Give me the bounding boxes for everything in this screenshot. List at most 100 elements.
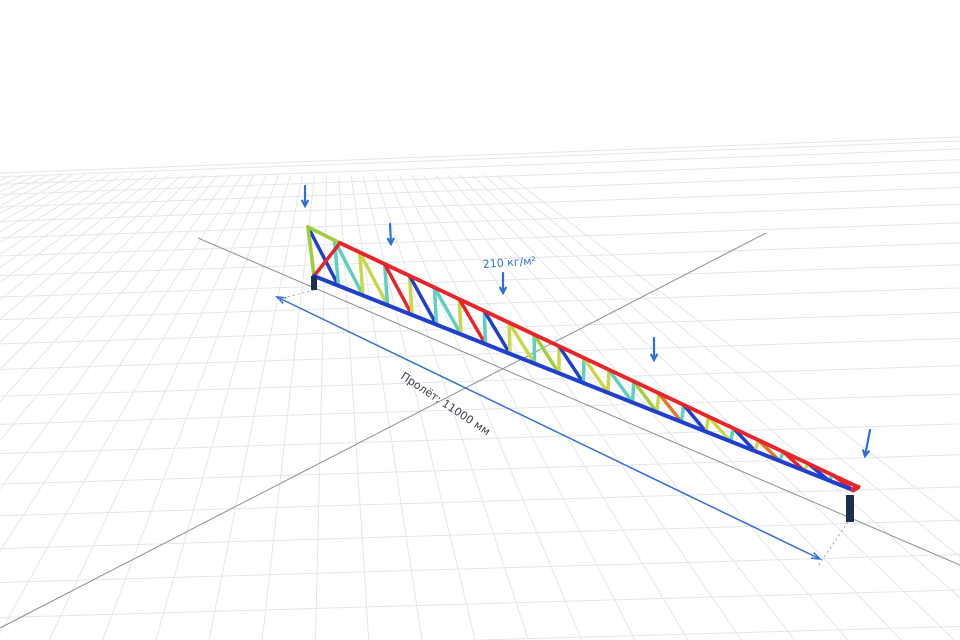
top-chord xyxy=(370,256,407,276)
grid-line xyxy=(0,148,960,185)
bottom-chord xyxy=(581,381,620,399)
web-vertical xyxy=(704,414,711,434)
grid-line xyxy=(410,174,689,640)
bottom-chord xyxy=(379,300,418,319)
web-diagonal xyxy=(332,238,365,298)
grid-line xyxy=(0,423,960,455)
web-vertical xyxy=(728,426,736,444)
top-chord xyxy=(823,469,860,489)
grid-line xyxy=(261,174,316,640)
bottom-chord xyxy=(817,474,855,492)
web-diagonal xyxy=(457,297,488,346)
grid-line xyxy=(0,222,960,257)
bottom-chord xyxy=(480,340,519,359)
grid-line xyxy=(0,159,960,196)
axis-z xyxy=(0,232,767,629)
arrow-head xyxy=(862,449,870,459)
bottom-chord xyxy=(648,407,687,426)
arrow-down-icon xyxy=(863,428,872,458)
top-chord xyxy=(758,439,796,459)
grid-line xyxy=(0,186,960,223)
grid-line xyxy=(0,203,960,239)
grid-line xyxy=(435,174,796,640)
top-chord xyxy=(597,363,634,383)
top-chord xyxy=(564,347,601,367)
grid-line xyxy=(459,174,902,640)
arrow-head xyxy=(301,199,309,209)
web-diagonal xyxy=(432,285,463,337)
grid-line xyxy=(0,287,960,321)
double-arrow-icon xyxy=(276,296,821,560)
web-diagonal xyxy=(706,414,733,444)
grid-line xyxy=(495,174,960,558)
web-diagonal xyxy=(306,225,341,288)
grid-line xyxy=(0,454,960,485)
supports xyxy=(311,276,854,522)
web-diagonal xyxy=(632,379,659,414)
grid-line xyxy=(0,174,255,634)
top-chord xyxy=(791,454,828,474)
bottom-chord xyxy=(547,367,586,385)
bottom-chord xyxy=(446,327,485,345)
grid-line xyxy=(0,174,85,223)
grid-line xyxy=(155,174,291,640)
grid-line xyxy=(0,393,960,425)
grid-line xyxy=(0,311,960,345)
top-chord xyxy=(629,378,666,398)
arrow-head xyxy=(499,286,507,296)
web-diagonal xyxy=(507,320,537,366)
grid-line xyxy=(48,174,267,640)
grid-line xyxy=(0,174,194,370)
web-diagonal xyxy=(607,367,635,405)
grid-line xyxy=(0,174,182,343)
grid-line xyxy=(0,242,960,277)
grid-line xyxy=(0,174,207,403)
bottom-chord xyxy=(413,314,451,332)
load-arrows xyxy=(301,184,872,459)
web-diagonal xyxy=(557,344,586,385)
dimension-arrowhead xyxy=(275,296,287,304)
web-vertical xyxy=(606,367,611,395)
grid-line xyxy=(208,174,303,640)
grid-line xyxy=(0,174,170,320)
web-diagonal xyxy=(656,391,684,424)
grid-line xyxy=(0,136,960,174)
axis-lines xyxy=(0,232,960,629)
web-diagonal xyxy=(407,273,439,327)
web-vertical xyxy=(457,297,463,337)
truss[interactable] xyxy=(306,225,861,493)
grid-line xyxy=(423,174,742,640)
grid-line xyxy=(462,625,960,640)
web-diagonal xyxy=(681,403,708,434)
grid-line xyxy=(0,486,960,517)
span-label: Пролёт: 11000 мм xyxy=(398,370,492,439)
grid-line xyxy=(0,589,960,619)
web-vertical xyxy=(357,250,365,298)
grid-line xyxy=(386,174,583,640)
grid-line xyxy=(447,174,849,640)
grid-line xyxy=(398,174,636,640)
end-cap xyxy=(850,484,861,493)
grid-line xyxy=(0,553,960,584)
arrow-head xyxy=(386,237,395,247)
support-right xyxy=(846,495,854,522)
grid-line xyxy=(0,174,49,200)
top-chord xyxy=(532,332,569,352)
web-diagonal xyxy=(357,250,390,307)
grid-line xyxy=(0,174,134,269)
grid-line xyxy=(362,174,476,640)
top-chord xyxy=(467,302,504,322)
bottom-chord xyxy=(716,434,754,452)
grid-line xyxy=(483,174,960,599)
bottom-chord xyxy=(615,394,653,412)
web-vertical xyxy=(507,320,512,356)
grid-line xyxy=(374,174,529,640)
top-chord xyxy=(402,271,440,291)
web-vertical xyxy=(630,379,636,405)
end-post xyxy=(306,225,316,278)
floor-grid xyxy=(0,136,960,640)
grid-line xyxy=(0,337,960,370)
bottom-chord xyxy=(312,274,350,292)
